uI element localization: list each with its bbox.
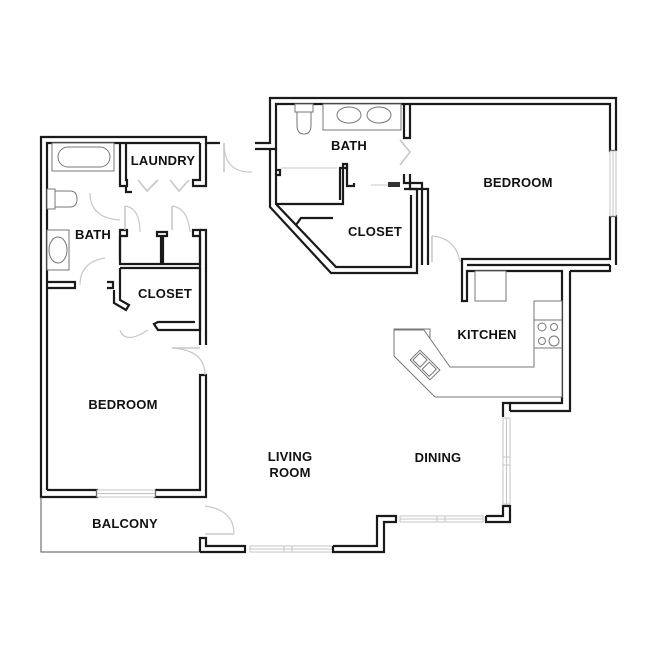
room-label-bedroom-left: BEDROOM [88,397,158,412]
right-wing-walls [255,96,618,275]
left-closets [112,205,206,376]
room-label-laundry: LAUNDRY [130,153,196,168]
door-entry [223,142,253,173]
kitchen-sink [409,349,441,381]
room-label-living: LIVING ROOM [255,449,325,481]
door-right-bedroom [431,235,461,263]
refrigerator [474,270,507,302]
toilet-right [294,103,314,113]
room-label-dining: DINING [414,450,462,465]
room-label-bath-right: BATH [331,138,367,153]
dining-walls [331,401,512,554]
room-label-closet-left: CLOSET [138,286,192,301]
room-label-living-line2: ROOM [269,465,311,480]
left-bath [46,142,129,290]
right-bath-fixtures [281,103,412,187]
toilet-left [46,188,56,210]
room-label-closet-right: CLOSET [348,224,402,239]
room-label-balcony: BALCONY [92,516,158,531]
balcony [40,497,247,554]
room-label-bedroom-right: BEDROOM [483,175,553,190]
laundry [124,179,190,194]
room-label-kitchen: KITCHEN [457,327,517,342]
room-label-bath-left: BATH [75,227,111,242]
kitchen [393,263,612,413]
room-label-living-line1: LIVING [267,449,313,464]
